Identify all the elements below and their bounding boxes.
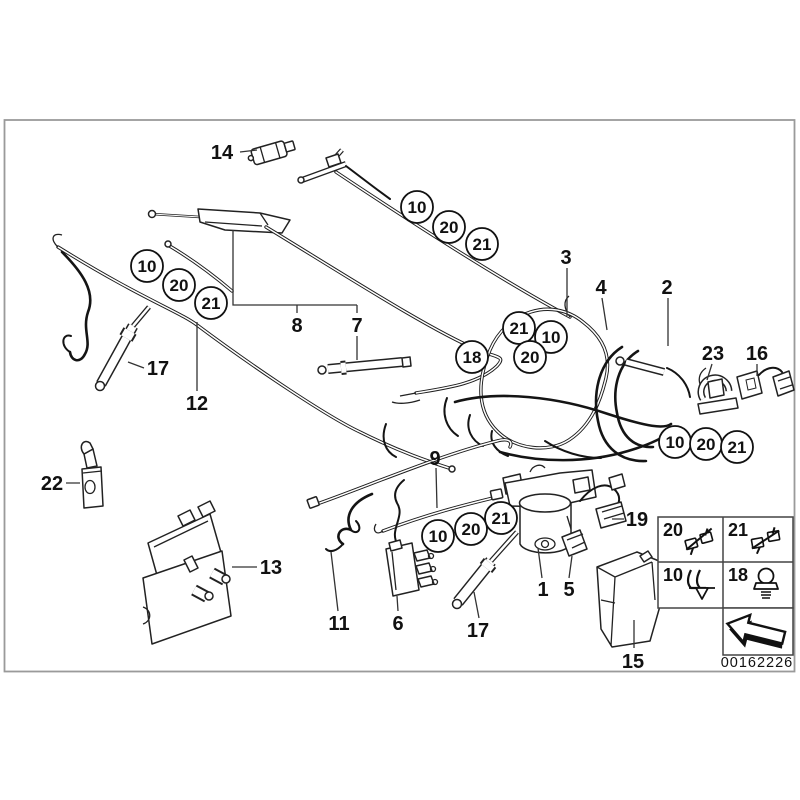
circled-callout-21: 21 bbox=[484, 501, 518, 535]
svg-text:21: 21 bbox=[492, 509, 511, 528]
part-callout-15: 15 bbox=[622, 651, 644, 673]
svg-text:21: 21 bbox=[728, 438, 747, 457]
part-22-oil-bottle bbox=[80, 440, 104, 509]
part-callout-2: 2 bbox=[661, 277, 672, 299]
legend-cell-10-label: 10 bbox=[663, 565, 683, 585]
part-13-bracket bbox=[142, 500, 232, 645]
svg-text:20: 20 bbox=[697, 435, 716, 454]
part-callout-1: 1 bbox=[537, 579, 548, 601]
diagram-artwork bbox=[52, 140, 795, 648]
part-callout-13: 13 bbox=[260, 557, 282, 579]
legend-cell-20-label: 20 bbox=[663, 520, 683, 540]
circled-callout-10: 10 bbox=[658, 425, 692, 459]
circled-callout-18: 18 bbox=[455, 340, 489, 374]
circled-callout-10: 10 bbox=[421, 519, 455, 553]
legend-box: 20 21 10 18 0 bbox=[657, 516, 794, 671]
part-callout-4: 4 bbox=[595, 277, 607, 299]
part-top-tee-fitting bbox=[297, 148, 391, 200]
part-callout-5: 5 bbox=[563, 579, 574, 601]
svg-text:10: 10 bbox=[408, 198, 427, 217]
left-cable bbox=[60, 250, 92, 362]
hose-bottom-run bbox=[306, 438, 513, 546]
circled-callout-20: 20 bbox=[689, 427, 723, 461]
circled-callout-10: 10 bbox=[534, 320, 568, 354]
circled-callout-10: 10 bbox=[400, 190, 434, 224]
svg-text:10: 10 bbox=[666, 433, 685, 452]
part-callout-19: 19 bbox=[626, 509, 648, 531]
circled-callout-10: 10 bbox=[130, 249, 164, 283]
hose-clip-icon bbox=[684, 527, 714, 556]
part-callout-9: 9 bbox=[429, 448, 440, 470]
circled-callout-20: 20 bbox=[432, 210, 466, 244]
hose-3 bbox=[334, 170, 572, 319]
part-callout-17: 17 bbox=[147, 358, 169, 380]
part-23-clamp bbox=[697, 367, 739, 415]
svg-text:20: 20 bbox=[170, 276, 189, 295]
hose-clip-alt-icon bbox=[750, 527, 781, 555]
stub-fitting bbox=[164, 240, 234, 293]
leader-lines bbox=[66, 149, 758, 648]
hose-12-long-line bbox=[52, 233, 456, 473]
part-7-cylinder bbox=[317, 356, 412, 375]
part-callout-14: 14 bbox=[211, 142, 234, 164]
part-callout-23: 23 bbox=[702, 343, 724, 365]
circled-callout-20: 20 bbox=[454, 512, 488, 546]
svg-text:21: 21 bbox=[202, 294, 221, 313]
part-5-connector bbox=[561, 515, 588, 557]
diagram-border bbox=[3, 119, 796, 673]
part-callout-22: 22 bbox=[41, 473, 63, 495]
svg-text:10: 10 bbox=[429, 527, 448, 546]
svg-text:10: 10 bbox=[542, 328, 561, 347]
part-2-cable bbox=[594, 345, 691, 463]
direction-arrow-icon bbox=[725, 612, 787, 649]
ball-stud-icon bbox=[753, 567, 779, 599]
part-6-valve-block bbox=[385, 539, 439, 597]
circled-callout-21: 21 bbox=[194, 286, 228, 320]
circled-callout-20: 20 bbox=[162, 268, 196, 302]
legend-cell-18-label: 18 bbox=[728, 565, 748, 585]
image-code: 00162226 bbox=[721, 655, 794, 671]
circled-callout-21: 21 bbox=[720, 430, 754, 464]
circled-callout-21: 21 bbox=[502, 311, 536, 345]
part-17-cylinder-upper bbox=[94, 305, 151, 392]
svg-text:20: 20 bbox=[440, 218, 459, 237]
dark-hose-bundle bbox=[382, 394, 674, 462]
part-callout-8: 8 bbox=[291, 315, 302, 337]
part-17-cylinder-bottom bbox=[451, 530, 519, 610]
part-15-reservoir bbox=[596, 550, 663, 648]
part-16-bracket bbox=[736, 366, 795, 400]
part-callout-16: 16 bbox=[746, 343, 768, 365]
svg-text:20: 20 bbox=[462, 520, 481, 539]
part-callout-6: 6 bbox=[392, 613, 403, 635]
part-callout-7: 7 bbox=[351, 315, 362, 337]
part-callout-3: 3 bbox=[560, 247, 571, 269]
svg-text:10: 10 bbox=[138, 257, 157, 276]
part-callout-17: 17 bbox=[467, 620, 489, 642]
svg-text:21: 21 bbox=[510, 319, 529, 338]
mount-clip-icon bbox=[686, 569, 715, 600]
part-19-cable bbox=[579, 473, 627, 529]
svg-text:21: 21 bbox=[473, 235, 492, 254]
part-11-cable bbox=[325, 492, 374, 553]
part-callout-11: 11 bbox=[328, 613, 349, 635]
circled-callout-21: 21 bbox=[465, 227, 499, 261]
svg-text:20: 20 bbox=[521, 348, 540, 367]
circled-callout-20: 20 bbox=[513, 340, 547, 374]
svg-text:18: 18 bbox=[463, 348, 482, 367]
part-14-valve bbox=[247, 140, 296, 166]
part-callout-12: 12 bbox=[186, 393, 208, 415]
part-1-pump bbox=[502, 464, 597, 554]
legend-cell-21-label: 21 bbox=[728, 520, 748, 540]
